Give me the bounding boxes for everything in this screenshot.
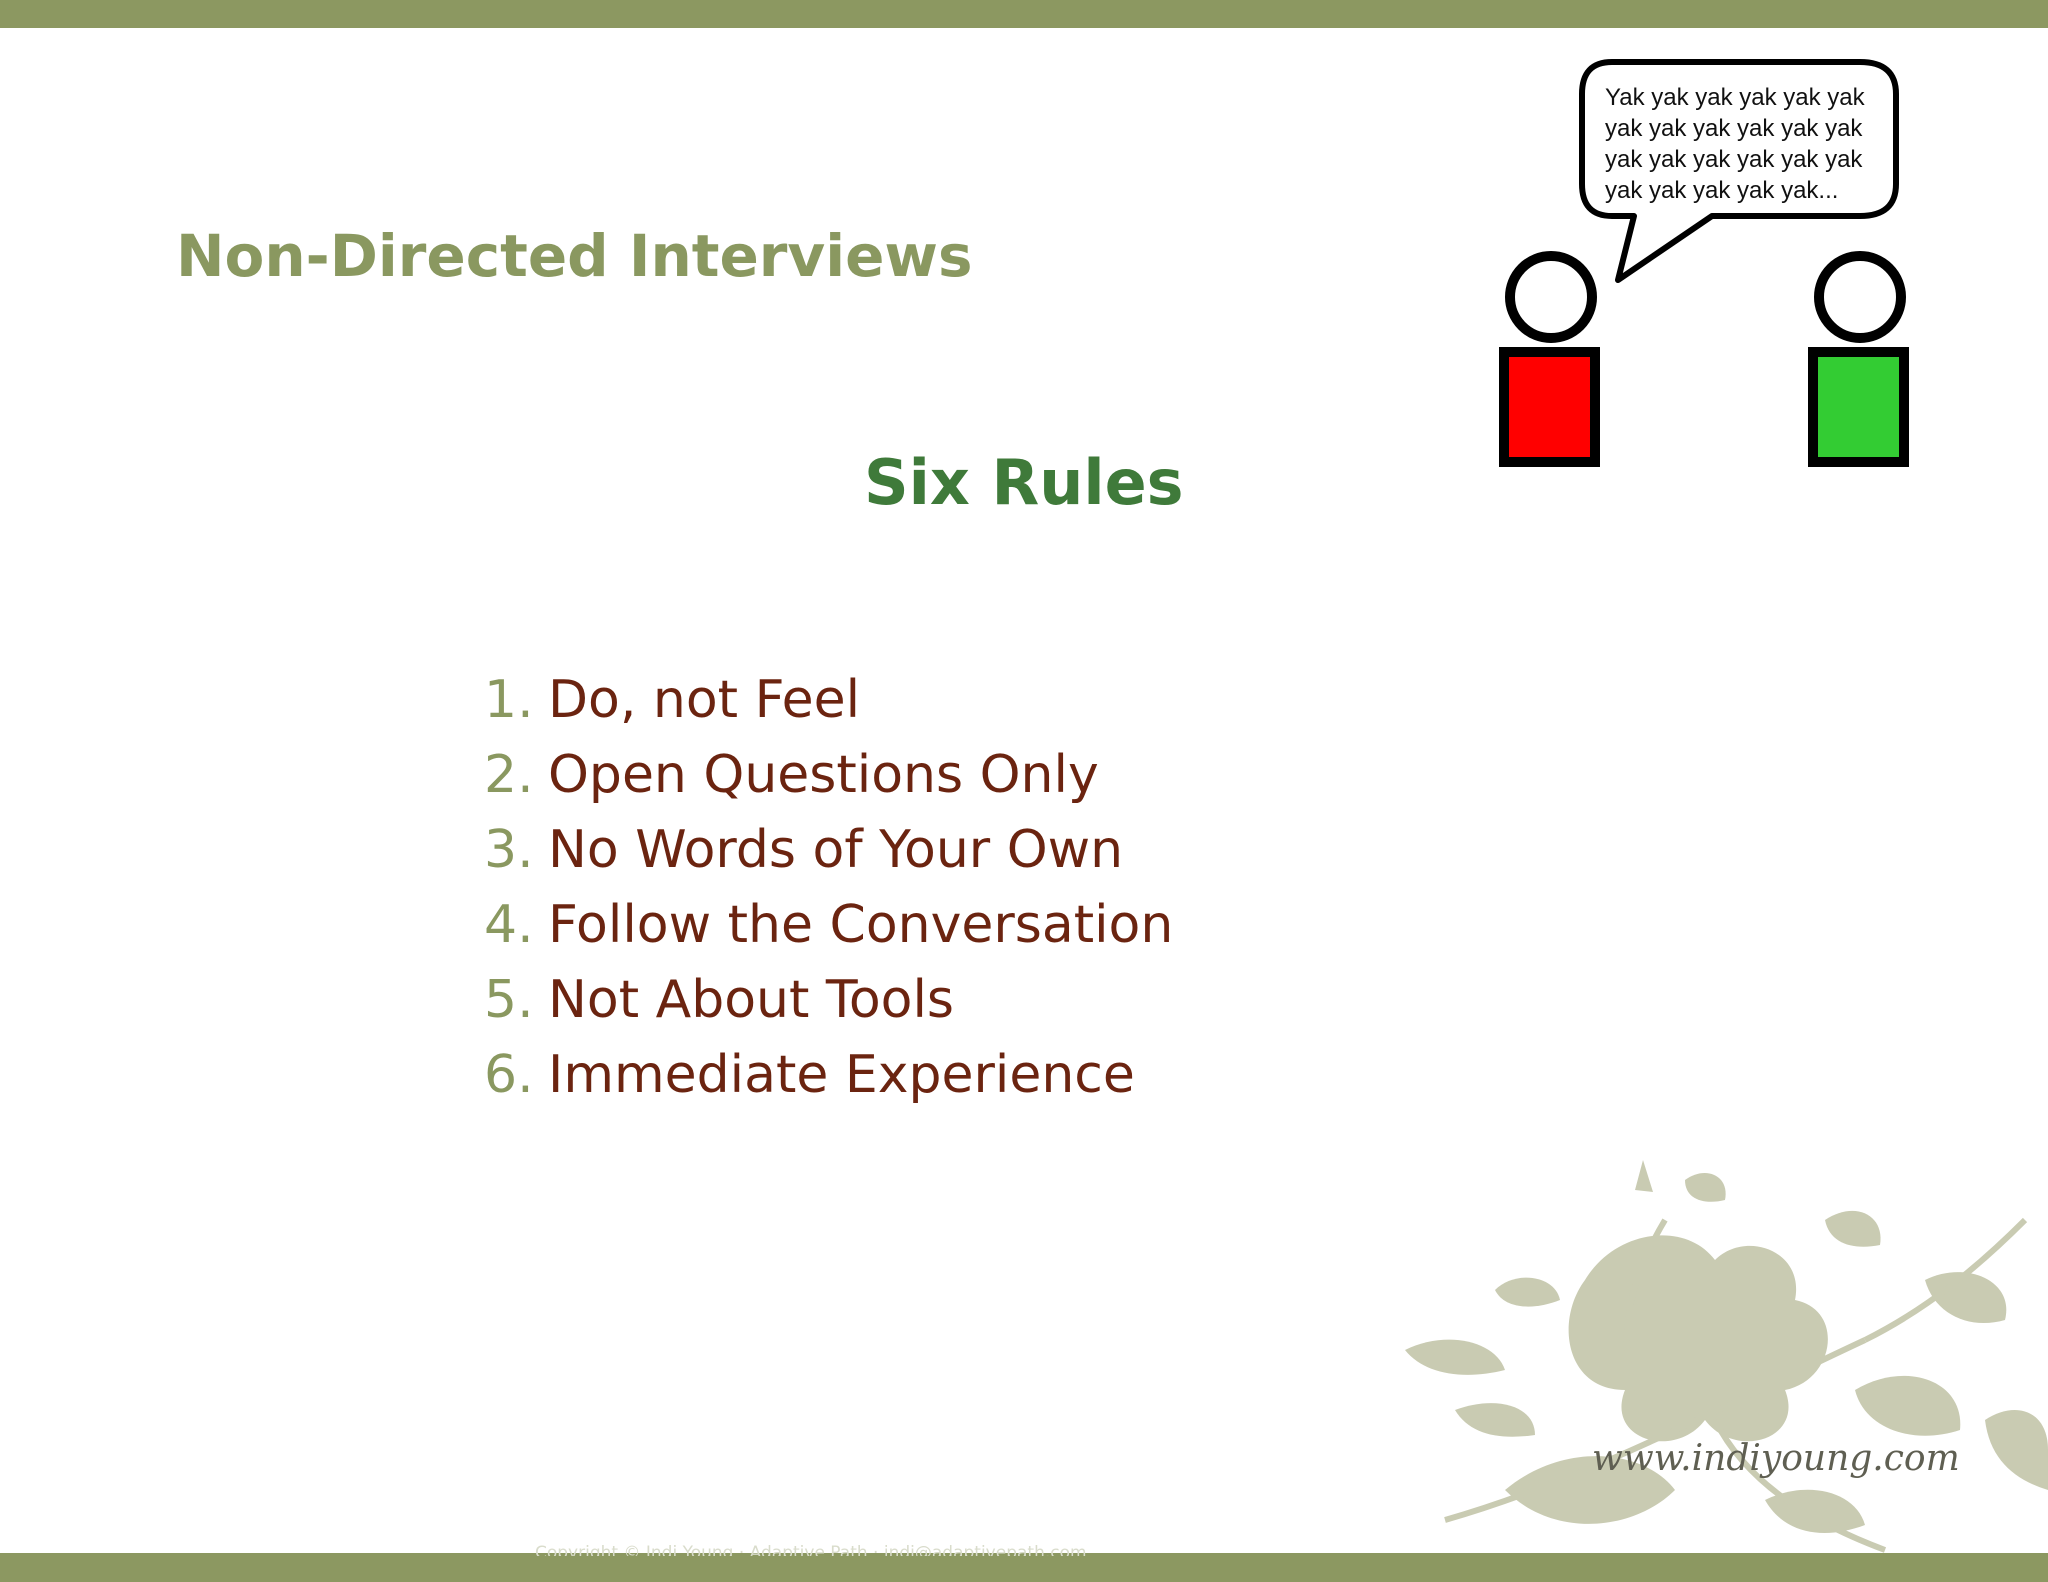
rule-number: 1. [484, 670, 534, 730]
list-item: 3.No Words of Your Own [484, 815, 1173, 890]
rule-text: Immediate Experience [548, 1045, 1135, 1105]
leaf-pattern-icon [1405, 1160, 2048, 1553]
rule-number: 2. [484, 745, 534, 805]
rule-number: 3. [484, 820, 534, 880]
slide-subtitle: Six Rules [864, 446, 1184, 519]
rule-number: 4. [484, 895, 534, 955]
list-item: 6.Immediate Experience [484, 1040, 1173, 1115]
rule-text: Not About Tools [548, 970, 954, 1030]
list-item: 5.Not About Tools [484, 965, 1173, 1040]
list-item: 1.Do, not Feel [484, 665, 1173, 740]
speech-bubble-icon [1579, 59, 1899, 283]
person-red-icon [1499, 251, 1600, 467]
rule-text: Follow the Conversation [548, 895, 1174, 955]
copyright-footer: Copyright © Indi Young · Adaptive Path ·… [535, 1543, 1087, 1556]
rule-number: 5. [484, 970, 534, 1030]
list-item: 2.Open Questions Only [484, 740, 1173, 815]
person-green-icon [1808, 251, 1909, 467]
conversation-illustration [1499, 59, 1909, 467]
website-watermark: www.indiyoung.com [1592, 1438, 1960, 1479]
rule-number: 6. [484, 1045, 534, 1105]
rules-list: 1.Do, not Feel 2.Open Questions Only 3.N… [484, 665, 1173, 1115]
rule-text: Do, not Feel [548, 670, 861, 730]
rule-text: No Words of Your Own [548, 820, 1124, 880]
slide-title: Non-Directed Interviews [176, 222, 973, 290]
top-bar [0, 0, 2048, 28]
rule-text: Open Questions Only [548, 745, 1099, 805]
bottom-bar [0, 1553, 2048, 1582]
list-item: 4.Follow the Conversation [484, 890, 1173, 965]
speech-bubble-text: Yak yak yak yak yak yak yak yak yak yak … [1605, 84, 1865, 204]
